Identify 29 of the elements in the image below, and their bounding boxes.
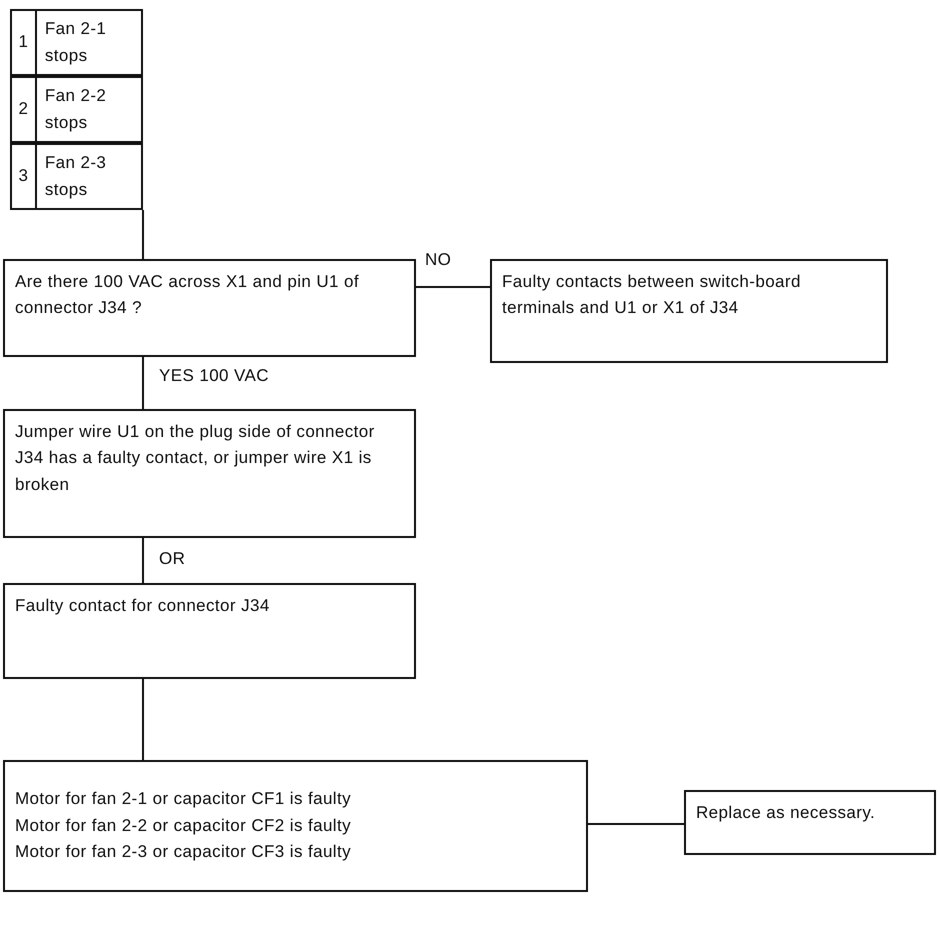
step-row (10, 143, 143, 210)
box-text: Motor for fan 2-2 or capacitor CF2 is faulty (15, 814, 352, 837)
process-box (3, 409, 416, 538)
box-text: Replace as necessary. (696, 802, 876, 824)
box-text: Motor for fan 2-1 or capacitor CF1 is faulty (15, 788, 352, 810)
process-box (684, 790, 936, 855)
box-text: Faulty contacts between switch-board terminals and U1 or X1 of J34 (502, 271, 802, 320)
step-number: 1 (12, 11, 37, 74)
box-text: Motor for fan 2-3 or capacitor CF3 is faulty (15, 841, 352, 864)
box-text: Faulty contact for connector J34 (15, 595, 271, 617)
step-text: Fan 2-2 stops (44, 85, 108, 134)
connector-line (142, 210, 144, 259)
process-box (3, 259, 416, 357)
box-text: Jumper wire U1 on the plug side of connector J34 has a faulty contact, or jumper wire X1 is broken (15, 421, 376, 496)
connector-line (416, 286, 490, 288)
step-number: 2 (12, 78, 37, 141)
step-number: 3 (12, 145, 37, 208)
process-box (3, 583, 416, 679)
step-text: Fan 2-3 stops (44, 152, 108, 200)
box-text: Are there 100 VAC across X1 and pin U1 of connector J34 ? (15, 271, 360, 320)
step-row (10, 9, 143, 76)
connector-line (142, 538, 144, 583)
process-box (3, 760, 588, 892)
step-text: Fan 2-1 stops (44, 18, 108, 66)
connector-line (588, 823, 684, 825)
step-row (10, 76, 143, 143)
process-box (490, 259, 888, 363)
connector-line (142, 357, 144, 409)
connector-line (142, 679, 144, 760)
